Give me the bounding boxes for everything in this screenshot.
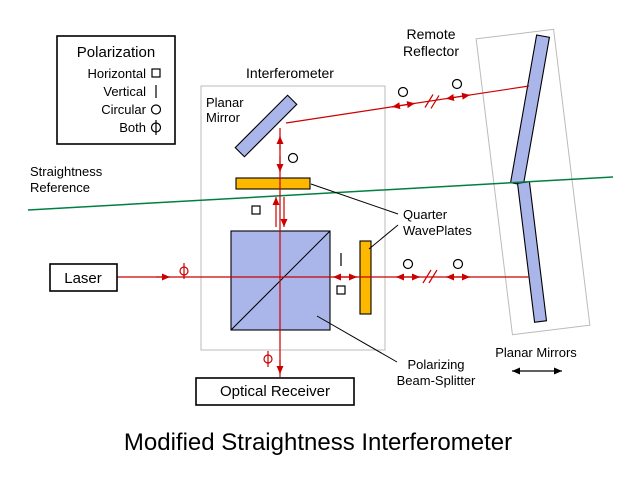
interferometer-label: Interferometer xyxy=(246,65,334,81)
straightness-reference-label-line1: Straightness xyxy=(30,164,103,179)
optical-receiver: Optical Receiver xyxy=(195,377,355,406)
beam-double-arrow xyxy=(391,101,416,110)
laser-box xyxy=(49,263,118,292)
polarization-legend: Polarization Horizontal Vertical Circula… xyxy=(56,35,176,145)
quarter-waveplates-label-line1: Quarter xyxy=(403,207,448,222)
legend-item-label: Vertical xyxy=(103,84,146,99)
both-polarization-icon xyxy=(179,263,189,279)
quarter-waveplate-horizontal xyxy=(235,177,311,190)
both-polarization-icon xyxy=(263,351,273,367)
horizontal-polarization-icon xyxy=(151,68,161,78)
circular-polarization-icon xyxy=(397,86,409,98)
optical-receiver-label: Optical Receiver xyxy=(220,383,330,400)
legend-item-label: Horizontal xyxy=(87,66,146,81)
laser-beams xyxy=(117,85,530,377)
circular-polarization-icon xyxy=(287,152,299,164)
leader-quarter-waveplate-horizontal xyxy=(310,183,399,215)
polarizing-beam-splitter-label-line1: Polarizing xyxy=(407,357,464,372)
horizontal-polarization-icon xyxy=(336,285,346,295)
legend-item-label: Both xyxy=(119,120,146,135)
remote-reflector-label-line1: Remote xyxy=(406,26,455,42)
straightness-reference-label-line2: Reference xyxy=(30,180,90,195)
diagram-title: Modified Straightness Interferometer xyxy=(124,429,512,456)
planar-mirror-optic xyxy=(234,94,298,158)
remote-planar-mirror-bottom xyxy=(516,181,548,323)
horizontal-polarization-icon xyxy=(251,205,261,215)
remote-reflector-outline xyxy=(475,28,591,336)
remote-reflector-label-line2: Reflector xyxy=(403,43,459,59)
laser-source: Laser xyxy=(49,263,118,292)
circular-polarization-icon xyxy=(402,258,414,270)
remote-planar-mirror-top xyxy=(509,34,551,186)
polarization-markers xyxy=(251,78,464,295)
legend-header: Polarization xyxy=(77,44,155,61)
straightness-reference-line xyxy=(27,176,614,211)
both-polarization-icon xyxy=(150,120,162,135)
leader-polarizing-beam-splitter xyxy=(316,315,398,363)
circular-polarization-icon xyxy=(150,104,162,115)
leader-quarter-waveplate-vertical xyxy=(368,224,399,250)
circular-polarization-icon xyxy=(451,78,463,90)
interferometer-outline xyxy=(200,85,386,351)
beam-break-mark xyxy=(428,269,438,284)
beam-break-mark xyxy=(424,94,434,108)
beam-break-mark xyxy=(430,95,440,109)
label-leader-lines xyxy=(310,183,399,363)
legend-symbols xyxy=(150,68,162,135)
planar-mirrors-label: Planar Mirrors xyxy=(495,345,577,360)
beam-break-mark xyxy=(422,269,432,284)
planar-mirror-label-line2: Mirror xyxy=(206,110,241,125)
optical-receiver-box xyxy=(195,377,355,406)
legend-item-label: Circular xyxy=(101,102,146,117)
polarizing-beam-splitter-label-line2: Beam-Splitter xyxy=(397,373,476,388)
planar-mirror-label-line1: Planar xyxy=(206,95,244,110)
quarter-waveplates-label-line2: WavePlates xyxy=(403,223,472,238)
laser-label: Laser xyxy=(64,270,102,287)
beam-double-arrow xyxy=(445,92,471,101)
circular-polarization-icon xyxy=(452,258,464,270)
